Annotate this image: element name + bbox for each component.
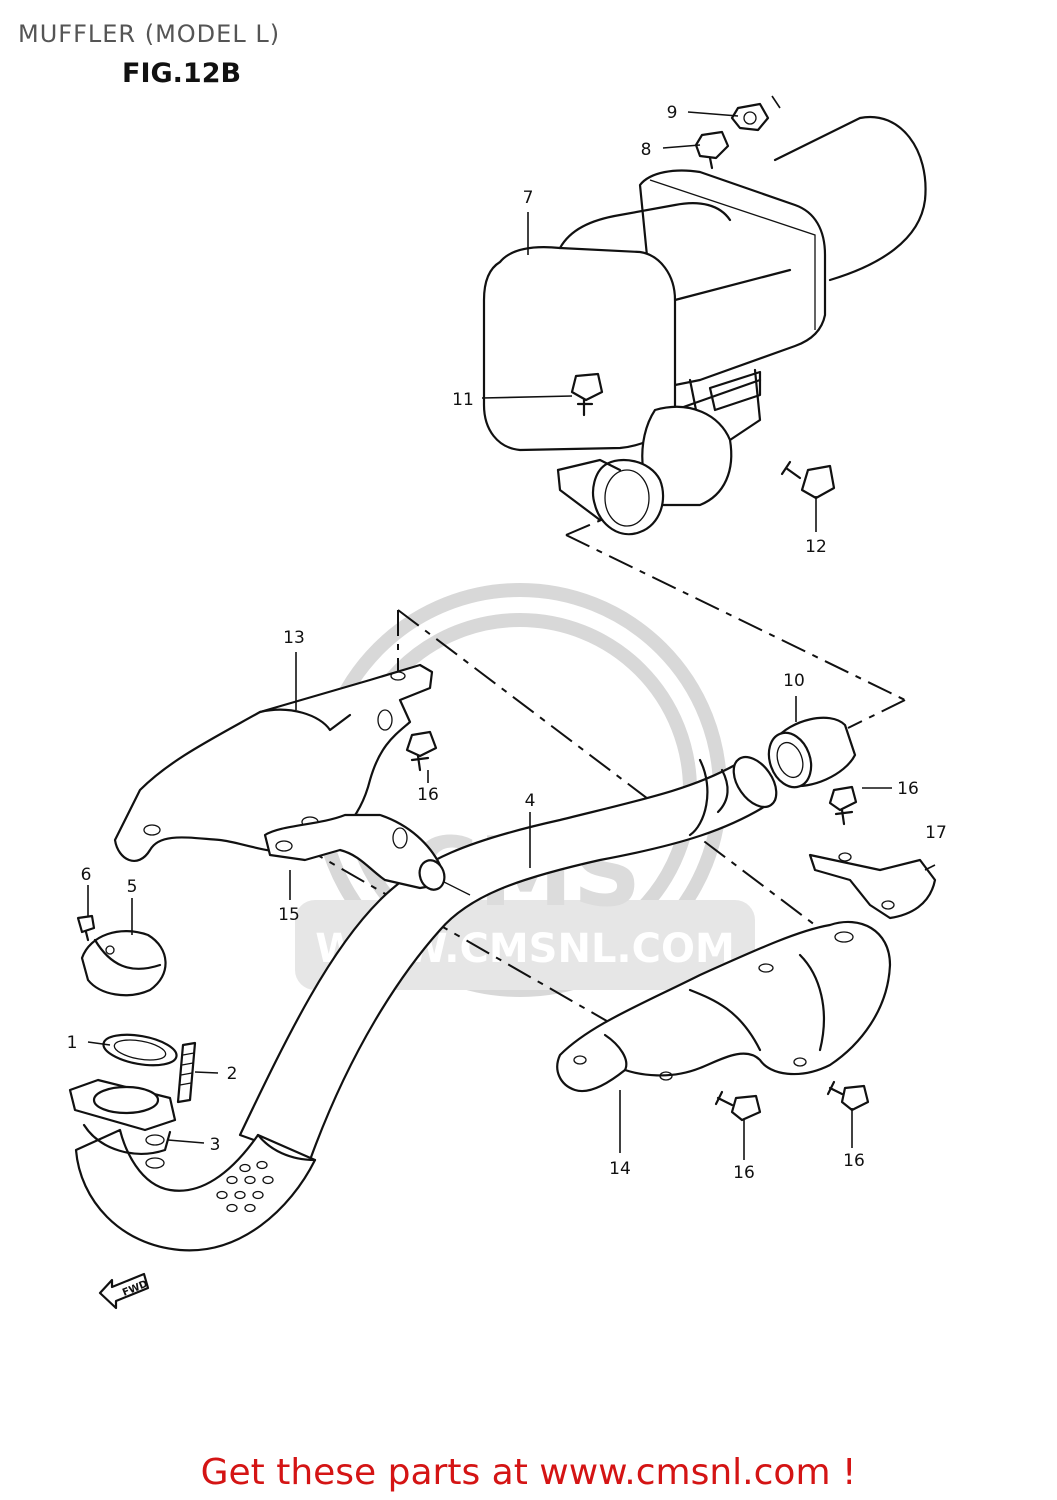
callout-12: 12 [805,537,827,557]
callout-16-lower-left: 16 [733,1163,755,1183]
callout-5: 5 [127,877,138,897]
screw-part-6 [76,914,96,942]
bracket-part-15 [263,813,446,891]
muffler-body [482,115,927,536]
callout-16-right: 16 [897,779,919,799]
callout-10: 10 [783,671,805,691]
callout-4: 4 [525,791,536,811]
bolt-part-16-upper [405,730,438,772]
callout-8: 8 [641,140,652,160]
bolt-part-8 [694,130,730,170]
callout-16-upper: 16 [417,785,439,805]
assembly-centerlines [299,511,906,1041]
callout-16-lower-right: 16 [843,1151,865,1171]
grommet-part-9 [730,102,770,132]
flange-part-3 [68,1078,177,1169]
callout-17: 17 [925,823,947,843]
callout-11: 11 [452,390,474,410]
callout-labels: 1 2 3 4 5 6 7 8 9 10 11 12 13 14 15 16 1… [67,103,947,1183]
callout-13: 13 [283,628,305,648]
figure-number: FIG.12B [122,58,242,89]
callout-7: 7 [523,188,534,208]
bolt-part-16-lower-left [714,1090,762,1122]
exhaust-pipe-part-4 [74,755,778,1252]
gasket-part-1 [102,1033,178,1067]
callout-15: 15 [278,905,300,925]
get-parts-link[interactable]: Get these parts at www.cmsnl.com ! [200,1452,857,1493]
heat-shield-holes [216,1160,274,1213]
callout-6: 6 [81,865,92,885]
cover-part-5 [80,930,167,997]
bolt-part-12 [780,460,836,500]
callout-1: 1 [67,1033,78,1053]
gasket-sleeve-part-10 [767,716,857,789]
bolt-part-16-lower-right [826,1080,870,1112]
stud-part-2 [176,1041,197,1104]
callout-9: 9 [667,103,678,123]
callout-14: 14 [609,1159,631,1179]
heat-shield-part-14 [556,920,892,1093]
bracket-part-17 [808,852,937,920]
diagram-title: MUFFLER (MODEL L) [18,20,281,48]
leader-lines [87,95,936,1160]
forward-direction-arrow: FWD [98,1272,149,1310]
bolt-part-16-right [828,785,858,826]
callout-2: 2 [227,1064,238,1084]
callout-3: 3 [210,1135,221,1155]
bolt-part-11 [570,372,604,417]
